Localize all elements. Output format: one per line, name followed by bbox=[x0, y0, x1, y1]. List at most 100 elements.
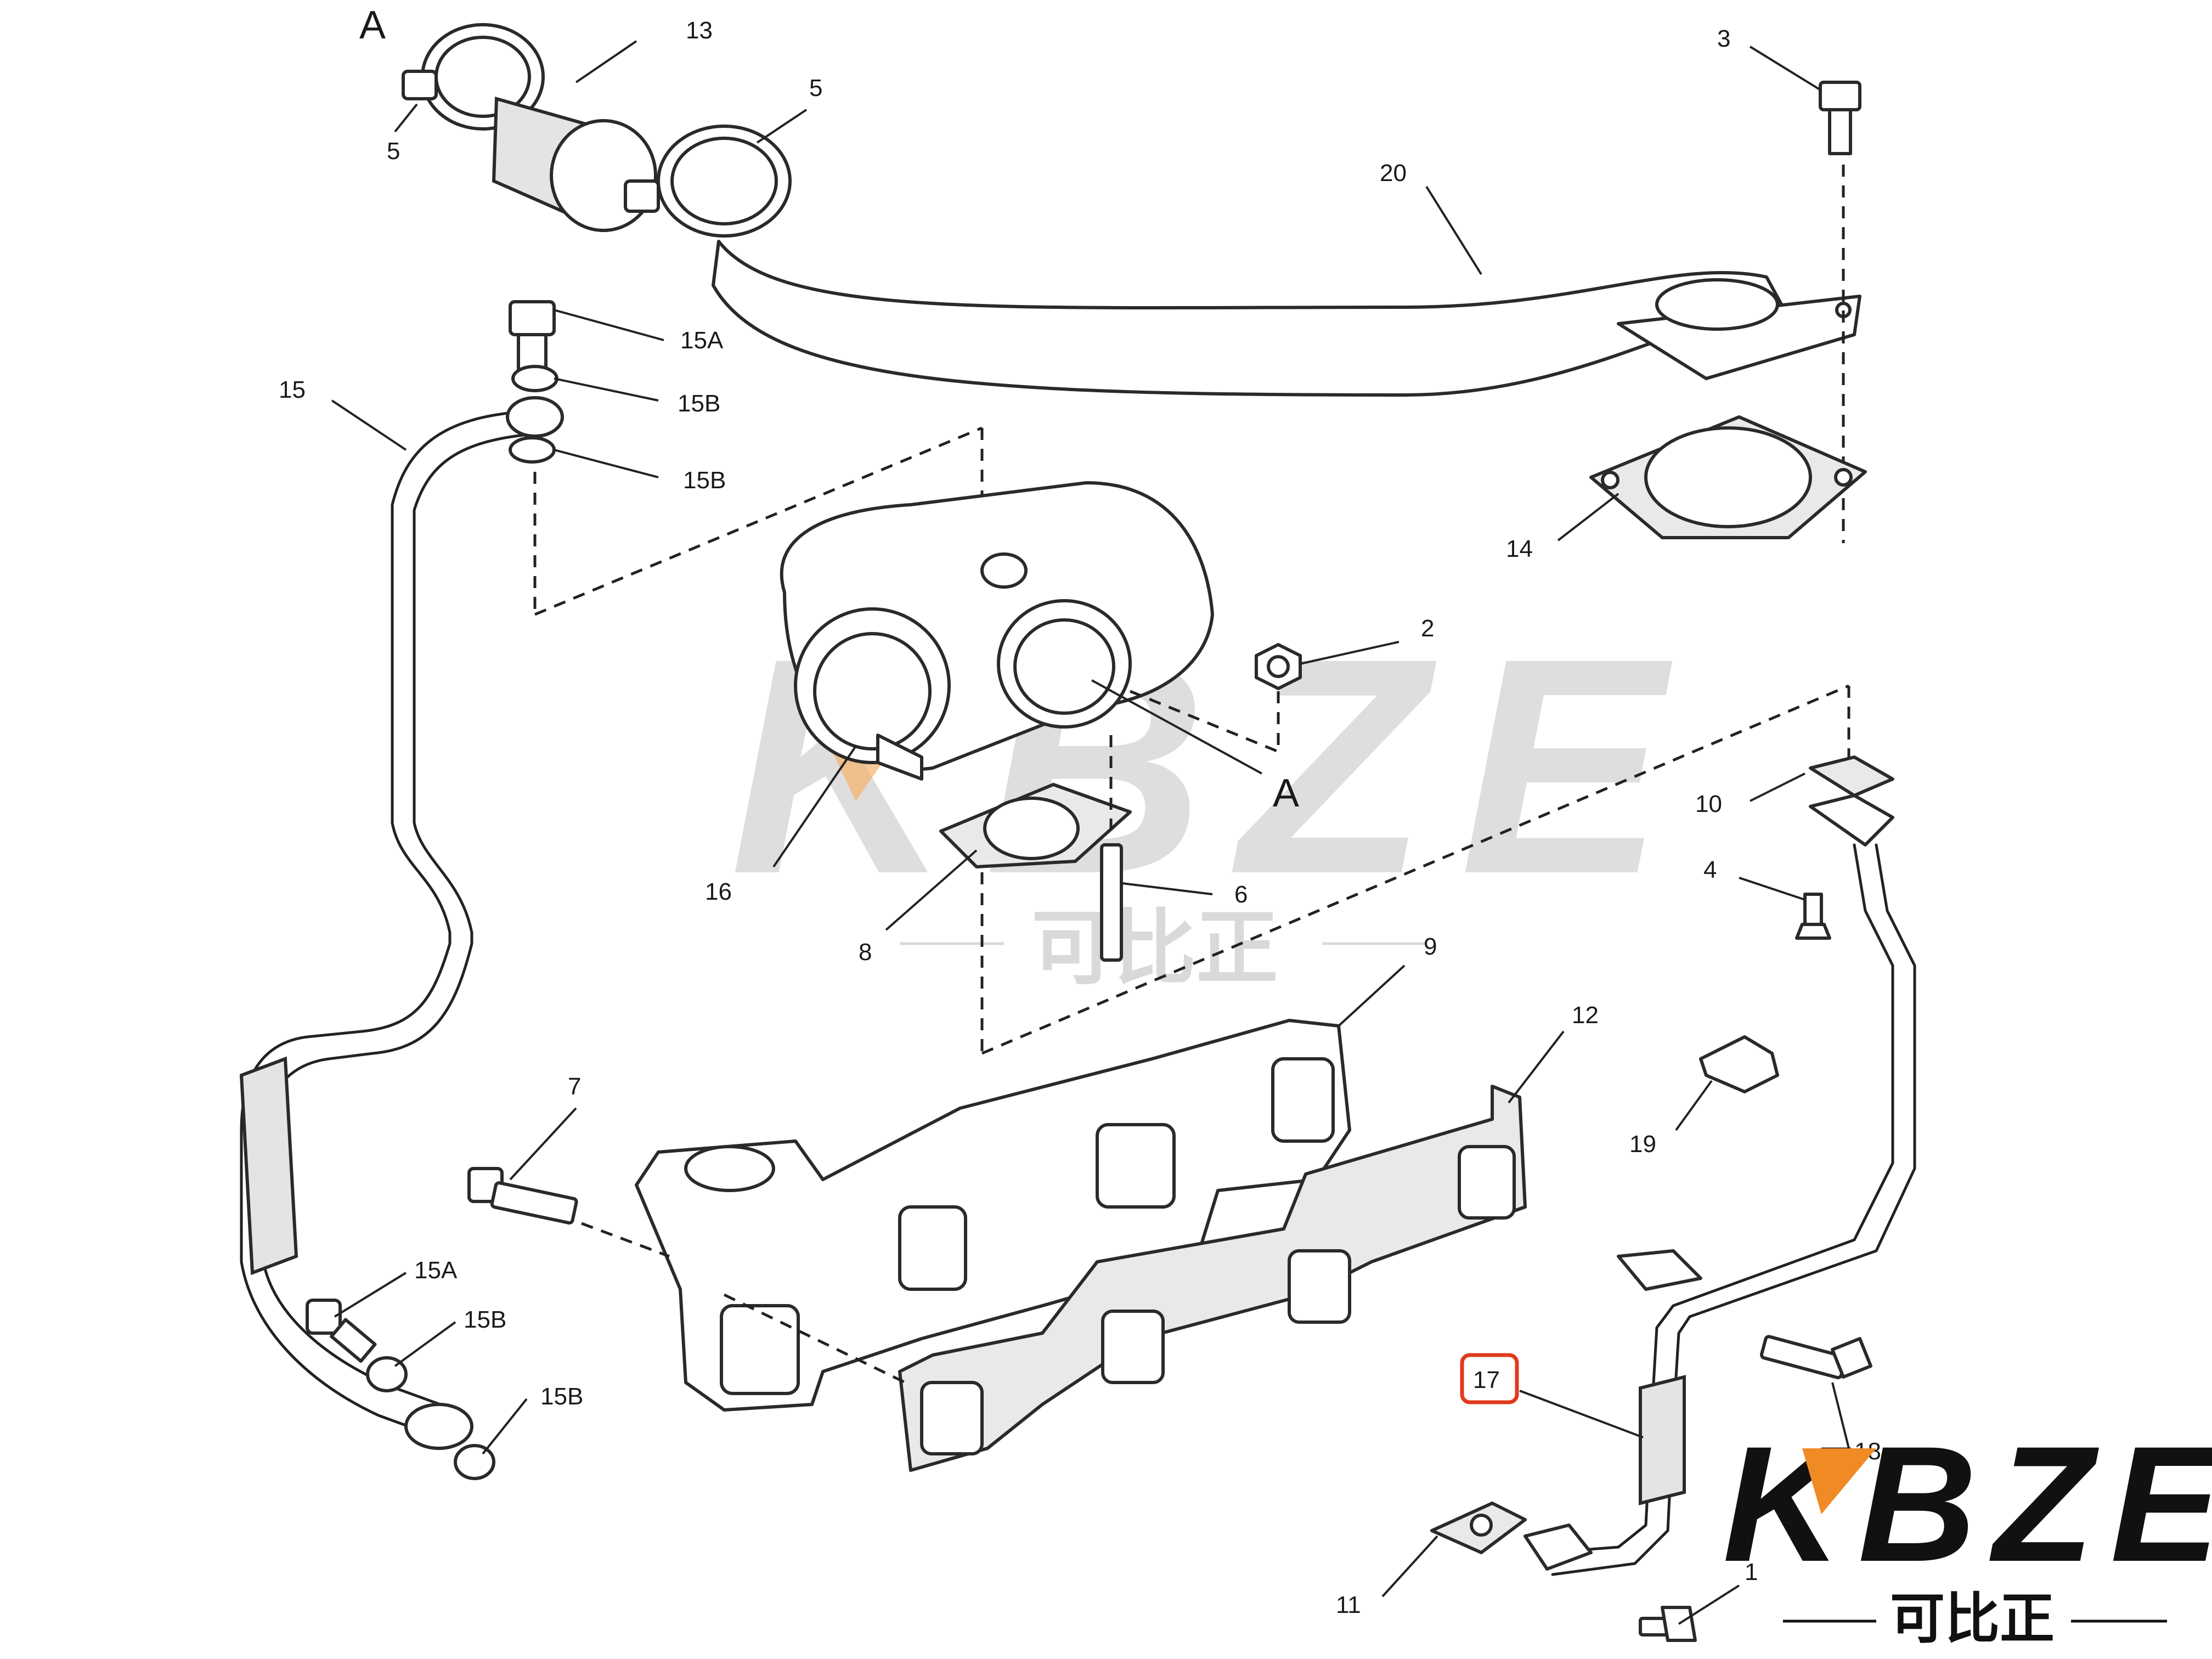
leader-6 bbox=[1121, 882, 1213, 895]
leader-8 bbox=[885, 849, 978, 931]
manifold-9-port-1 bbox=[720, 1304, 800, 1395]
callout-9: 9 bbox=[1424, 933, 1437, 960]
callout-15: 15 bbox=[279, 376, 306, 403]
leader-10 bbox=[1750, 772, 1805, 802]
stud-6 bbox=[1100, 735, 1123, 962]
bolt-4 bbox=[1795, 893, 1831, 940]
clamp-right-inner bbox=[670, 137, 778, 225]
callout-14: 14 bbox=[1506, 535, 1533, 562]
leader-14 bbox=[1557, 493, 1620, 541]
callout-5-right: 5 bbox=[809, 75, 822, 101]
manifold-9-port-2 bbox=[898, 1205, 967, 1291]
leader-17 bbox=[1519, 1390, 1644, 1438]
clip-19 bbox=[1699, 1035, 1779, 1093]
nut-2-bore bbox=[1267, 655, 1290, 678]
leader-7 bbox=[509, 1107, 577, 1181]
callout-10: 10 bbox=[1695, 791, 1722, 817]
callout-1: 1 bbox=[1745, 1559, 1758, 1585]
leader-15B-bottom1 bbox=[394, 1321, 456, 1367]
leader-lines bbox=[331, 40, 1850, 1625]
callout-5-left: 5 bbox=[387, 138, 400, 165]
callout-12: 12 bbox=[1572, 1002, 1599, 1029]
bolt-4-shank bbox=[1803, 893, 1823, 926]
callout-11: 11 bbox=[1336, 1592, 1361, 1618]
callout-labels: A 13 5 5 3 20 15A 15B 15B 15 14 2 A 16 6… bbox=[279, 3, 1881, 1618]
turbo-foot bbox=[876, 733, 923, 781]
bolt-7-shank bbox=[490, 1181, 578, 1225]
gasket-11-bore bbox=[1470, 1514, 1493, 1537]
leader-1 bbox=[1678, 1584, 1740, 1625]
bolt-18 bbox=[1759, 1335, 1872, 1380]
gasket-12-port-4 bbox=[1458, 1145, 1516, 1220]
leader-2 bbox=[1300, 641, 1400, 665]
gasket-11 bbox=[1430, 1502, 1527, 1554]
manifold-9-port-4 bbox=[1271, 1057, 1335, 1143]
brand-logo-subtext: 可比正 bbox=[1890, 1587, 2055, 1651]
banjo-bolt-15A-bottom-shank bbox=[330, 1318, 377, 1363]
manifold-9-port-3 bbox=[1096, 1123, 1176, 1209]
leader-5-right bbox=[756, 109, 808, 144]
turbo-compressor-outlet-bore bbox=[813, 632, 932, 751]
bolt-18-shank bbox=[1759, 1335, 1847, 1380]
callout-4: 4 bbox=[1703, 856, 1717, 883]
leader-15B-top1 bbox=[554, 377, 659, 402]
hose-13-assembly bbox=[402, 23, 792, 238]
leader-11 bbox=[1381, 1535, 1438, 1598]
callout-A-top: A bbox=[359, 3, 386, 47]
clamp-right-screw bbox=[624, 179, 660, 213]
oil-return-tube-a bbox=[1545, 843, 1894, 1554]
leader-A-mid bbox=[1091, 679, 1262, 775]
bolt-1 bbox=[1639, 1606, 1697, 1642]
callout-17-highlight-box bbox=[1460, 1353, 1519, 1404]
callout-15A-bottom: 15A bbox=[414, 1257, 458, 1284]
callout-8: 8 bbox=[859, 939, 872, 966]
leader-15 bbox=[331, 399, 407, 451]
stud-6-body bbox=[1100, 843, 1123, 962]
oil-line-15 bbox=[239, 396, 564, 1450]
oil-line-15-tube-a bbox=[240, 410, 528, 1439]
oil-return-tube-b bbox=[1551, 843, 1916, 1576]
callout-19: 19 bbox=[1629, 1131, 1656, 1158]
banjo-bolt-15A-head bbox=[509, 300, 556, 336]
callout-13: 13 bbox=[686, 17, 713, 44]
pipe-20-outlet bbox=[1655, 278, 1779, 331]
callout-A-mid: A bbox=[1273, 771, 1299, 815]
callout-20: 20 bbox=[1380, 160, 1407, 187]
gasket-14-hole bbox=[1601, 471, 1620, 489]
callout-16: 16 bbox=[705, 878, 732, 905]
leader-12 bbox=[1508, 1030, 1565, 1104]
turbo-axis-d bbox=[981, 684, 1849, 1055]
leader-4 bbox=[1739, 877, 1805, 901]
washer-15B-top bbox=[511, 365, 558, 392]
washer-15B-bottom-2 bbox=[454, 1444, 495, 1480]
callout-15A-top: 15A bbox=[680, 327, 724, 354]
callout-15B-top2: 15B bbox=[683, 467, 726, 494]
turbocharger bbox=[780, 481, 1214, 781]
flange-10-lower bbox=[1809, 794, 1894, 847]
gasket-14 bbox=[1589, 415, 1867, 539]
manifold-9-body bbox=[635, 1019, 1351, 1412]
banjo-bolt-15A-bottom-head bbox=[306, 1299, 342, 1335]
leader-3 bbox=[1749, 46, 1822, 92]
hose-13-end bbox=[550, 119, 657, 232]
elbow-pipe-20 bbox=[712, 240, 1861, 397]
oil-inlet-axis-2 bbox=[534, 426, 983, 616]
leader-19 bbox=[1675, 1080, 1713, 1131]
oil-line-15-sleeve bbox=[239, 1056, 298, 1276]
bracket-pipe bbox=[1617, 1249, 1702, 1291]
leader-13 bbox=[575, 40, 637, 83]
callout-17: 17 bbox=[1473, 1367, 1500, 1393]
turbo-oil-port bbox=[980, 552, 1028, 589]
leader-15B-top2 bbox=[554, 449, 659, 478]
bolt-3 bbox=[1819, 81, 1861, 543]
gasket-14-bore bbox=[1644, 426, 1812, 528]
banjo-fitting-top bbox=[506, 396, 564, 438]
callout-2: 2 bbox=[1421, 615, 1434, 642]
pipe-20-body bbox=[712, 240, 1785, 397]
bolt-3-head bbox=[1819, 81, 1861, 111]
banjo-fitting-bottom bbox=[404, 1403, 473, 1450]
gasket-8 bbox=[939, 783, 1132, 868]
exhaust-manifold-9 bbox=[635, 1019, 1351, 1412]
clip-19-body bbox=[1699, 1035, 1779, 1093]
